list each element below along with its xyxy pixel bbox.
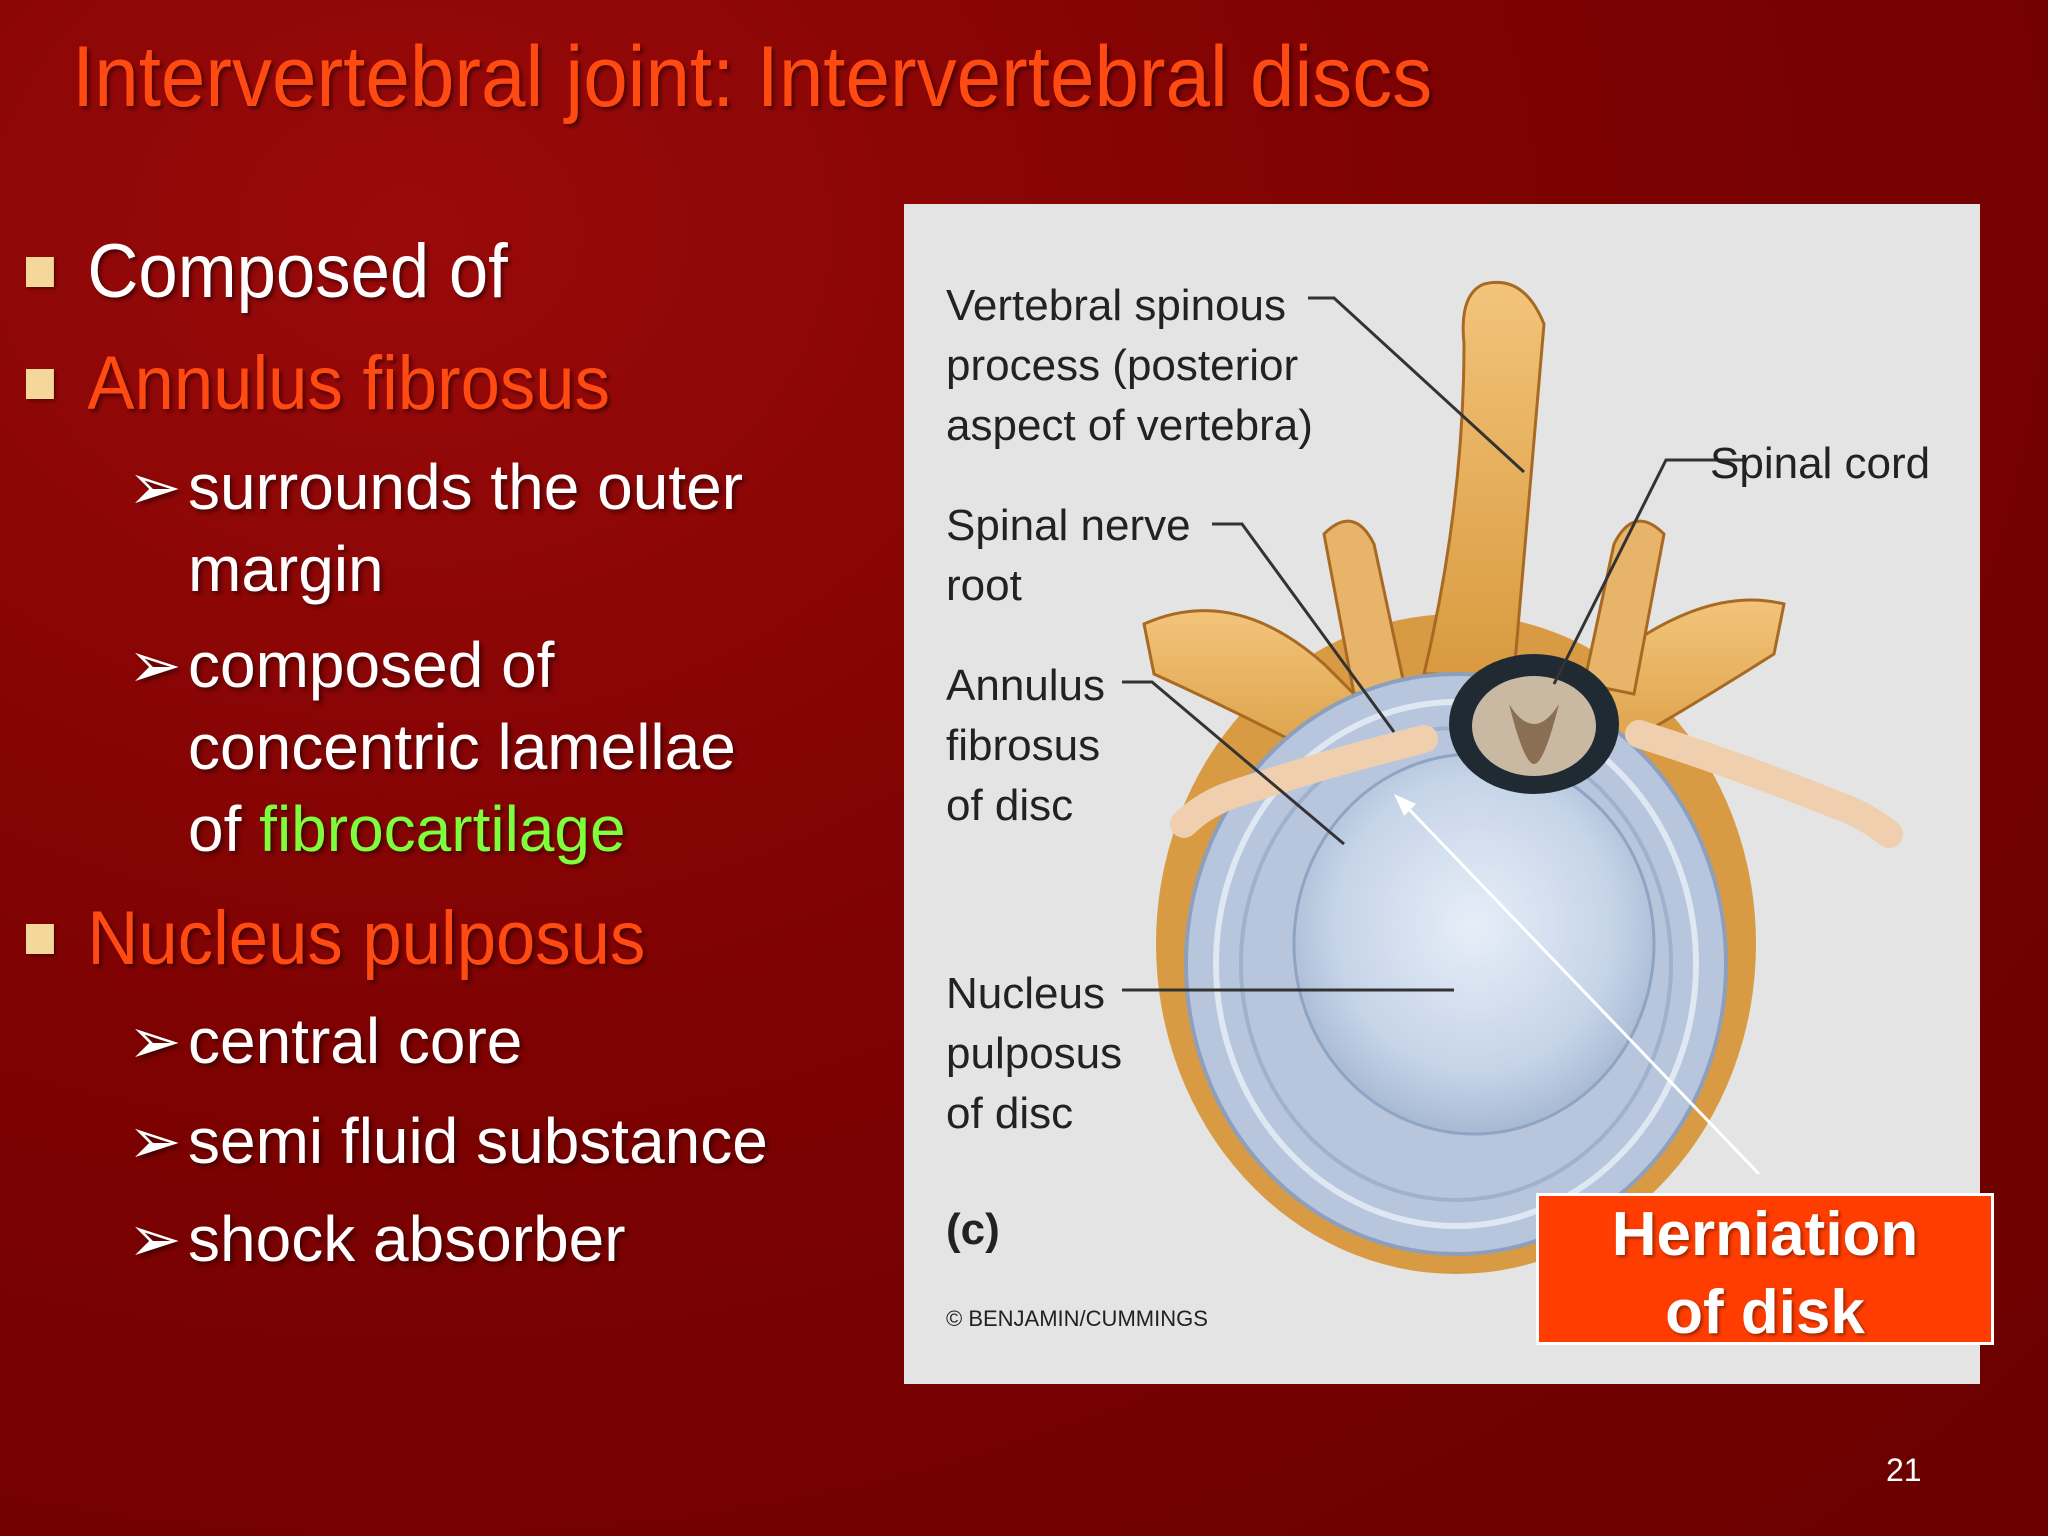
- label-aspect-of-vertebra: aspect of vertebra): [946, 401, 1313, 450]
- label-spinal-cord: Spinal cord: [1710, 439, 1930, 488]
- sub-bullet-semi-fluid: ➢ semi fluid substance: [128, 1100, 828, 1182]
- arrow-bullet-icon: ➢: [128, 629, 182, 701]
- label-nucleus: Nucleus: [946, 969, 1105, 1018]
- label-annulus: Annulus: [946, 661, 1105, 710]
- left-nerve-root: [1170, 725, 1438, 838]
- herniation-arrow: [1402, 802, 1761, 1176]
- label-vertebral-spinous: Vertebral spinous: [946, 281, 1286, 330]
- slide-title: Intervertebral joint: Intervertebral dis…: [72, 29, 1433, 125]
- herniation-line-1: Herniation: [1611, 1200, 1919, 1269]
- vertebra-illustration: Vertebral spinous process (posterior asp…: [904, 204, 1980, 1384]
- label-nucleus-of-disc: of disc: [946, 1089, 1073, 1138]
- copyright-text: © BENJAMIN/CUMMINGS: [946, 1306, 1208, 1331]
- bullet-square-icon: [26, 368, 54, 399]
- arrow-head-icon: [1394, 794, 1416, 816]
- fibrocartilage-highlight: fibrocartilage: [259, 793, 626, 865]
- label-panel-c: (c): [946, 1205, 1000, 1254]
- spinous-process: [1422, 280, 1546, 676]
- bullet-square-icon: [26, 923, 54, 954]
- arrow-bullet-icon: ➢: [128, 451, 182, 523]
- arrow-bullet-icon: ➢: [128, 1005, 182, 1077]
- label-pulposus: pulposus: [946, 1029, 1122, 1078]
- bullet-text: Composed of: [87, 229, 508, 314]
- label-process-posterior: process (posterior: [946, 341, 1298, 390]
- arrow-bullet-icon: ➢: [128, 1105, 182, 1177]
- sub-bullet-text: central core: [188, 1005, 523, 1077]
- label-annulus-of-disc: of disc: [946, 781, 1073, 830]
- bullet-text: Annulus fibrosus: [87, 341, 610, 426]
- sub-bullet-central-core: ➢ central core: [128, 1000, 828, 1082]
- sub-bullet-text: surrounds the outer margin: [188, 451, 743, 605]
- bullet-square-icon: [26, 256, 54, 287]
- sub-bullet-surrounds: ➢ surrounds the outer margin: [128, 446, 808, 610]
- bullet-text: Nucleus pulposus: [87, 896, 646, 981]
- label-spinal-nerve: Spinal nerve: [946, 501, 1191, 550]
- label-root: root: [946, 561, 1022, 610]
- left-articular-process: [1322, 519, 1406, 696]
- sub-bullet-shock-absorber: ➢ shock absorber: [128, 1198, 828, 1280]
- sub-bullet-composed-lamellae: ➢ composed of concentric lamellae of fib…: [128, 624, 788, 870]
- label-fibrosus: fibrosus: [946, 721, 1100, 770]
- bullet-nucleus-pulposus: Nucleus pulposus: [26, 895, 645, 982]
- right-articular-process: [1582, 519, 1666, 696]
- bullet-annulus-fibrosus: Annulus fibrosus: [26, 340, 610, 427]
- nucleus-pulposus: [1292, 752, 1656, 1136]
- herniation-line-2: of disk: [1665, 1278, 1865, 1347]
- sub-bullet-text: composed of concentric lamellae of: [188, 629, 736, 865]
- herniation-callout: Herniation of disk: [1536, 1193, 1994, 1347]
- sub-bullet-text: semi fluid substance: [188, 1105, 768, 1177]
- bullet-composed-of: Composed of: [26, 228, 508, 315]
- page-number: 21: [1886, 1452, 1922, 1488]
- vertebra-diagram: Vertebral spinous process (posterior asp…: [946, 280, 1930, 1331]
- arrow-bullet-icon: ➢: [128, 1203, 182, 1275]
- right-nerve-root: [1625, 720, 1903, 848]
- sub-bullet-text: shock absorber: [188, 1203, 626, 1275]
